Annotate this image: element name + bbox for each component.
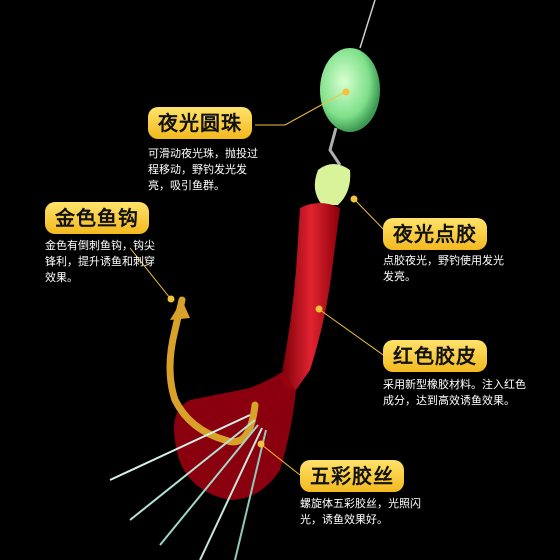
pointer-lines [129,88,389,476]
desc-colorful-silk: 螺旋体五彩胶丝，光照闪光，诱鱼效果好。 [300,497,421,526]
desc-red-skin: 采用新型橡胶材料。注入红色成分，达到高效诱鱼效果。 [383,378,526,407]
label-red-skin: 红色胶皮 [383,340,487,372]
label-gold-hook: 金色鱼钩 [45,202,149,234]
label-glow-bead: 夜光圆珠 [148,107,252,139]
red-rubber-skin [281,203,340,391]
glow-bead [320,48,380,132]
colorful-silk [109,414,267,560]
gold-hook [166,296,259,446]
label-glow-glue: 夜光点胶 [383,218,487,250]
desc-gold-hook: 金色有倒刺鱼钩，钩尖锋利，提升诱鱼和刺穿效果。 [45,239,155,284]
label-colorful-silk: 五彩胶丝 [300,460,404,492]
fishing-line [359,0,376,49]
hook-barb [170,300,190,320]
swivel-wire [328,127,342,166]
glow-glue [314,164,351,205]
desc-glow-glue: 点胶夜光，野钓使用发光发亮。 [383,254,504,283]
desc-glow-bead: 可滑动夜光珠，抛投过程移动，野钓发光发亮，吸引鱼群。 [148,147,258,192]
